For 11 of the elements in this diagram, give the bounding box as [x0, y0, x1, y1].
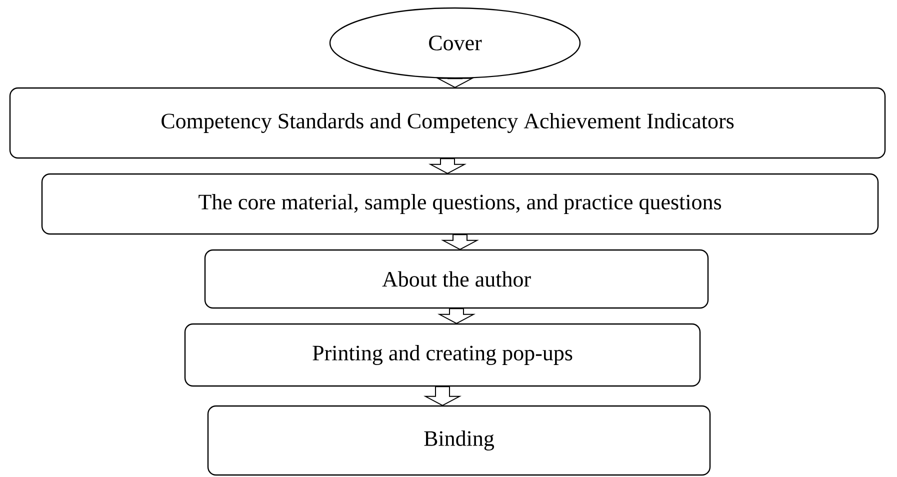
process-box: Binding — [207, 405, 711, 476]
process-box: About the author — [204, 249, 709, 309]
block-arrow — [438, 308, 476, 324]
block-arrow — [428, 158, 467, 174]
block-arrow — [441, 234, 480, 250]
oval-node: Cover — [329, 7, 581, 79]
block-arrow — [424, 386, 462, 406]
process-box: Competency Standards and Competency Achievement Indicators — [9, 87, 886, 159]
process-box: Printing and creating pop-ups — [184, 323, 701, 387]
block-arrow — [436, 78, 474, 88]
process-box: The core material, sample questions, and practice questions — [41, 173, 879, 235]
